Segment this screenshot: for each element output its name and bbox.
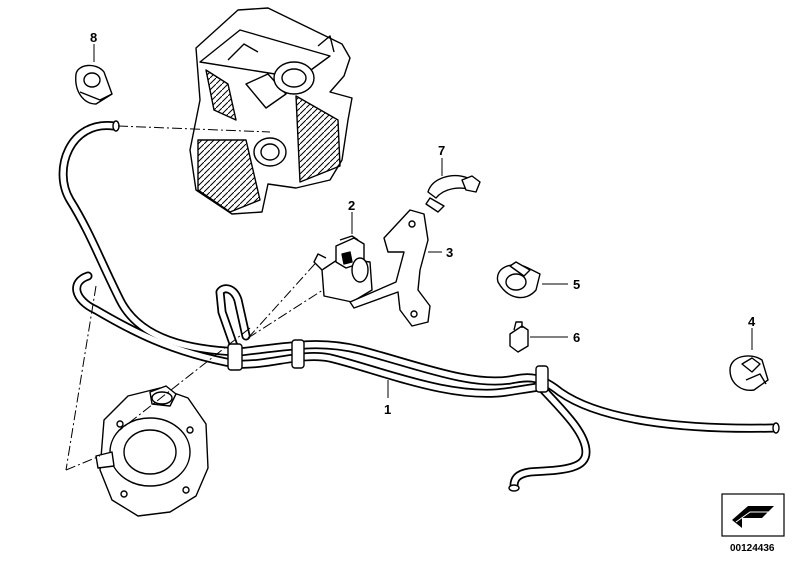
connector-6 xyxy=(509,321,529,353)
reference-lines xyxy=(65,125,327,471)
holder-8 xyxy=(75,64,113,105)
callout-5: 5 xyxy=(573,277,580,292)
reference-arrow-box: 00124436 xyxy=(721,493,785,554)
bracket xyxy=(349,209,431,327)
hose-clamp-7 xyxy=(425,174,481,213)
callout-4: 4 xyxy=(748,314,756,329)
callout-labels: 1 2 3 4 5 6 7 8 xyxy=(90,30,756,417)
callout-2: 2 xyxy=(348,198,355,213)
callout-8: 8 xyxy=(90,30,97,45)
callout-leaders xyxy=(93,44,753,398)
air-filter-housing xyxy=(189,7,353,215)
callout-1: 1 xyxy=(384,402,391,417)
callout-6: 6 xyxy=(573,330,580,345)
vacuum-hose-assembly xyxy=(58,120,780,492)
solenoid-valve xyxy=(313,235,373,303)
clip-4 xyxy=(729,355,769,391)
vacuum-pump xyxy=(95,385,209,517)
document-id: 00124436 xyxy=(730,543,775,554)
hose-clamp-5 xyxy=(496,261,541,299)
callout-7: 7 xyxy=(438,143,445,158)
callout-3: 3 xyxy=(446,245,453,260)
